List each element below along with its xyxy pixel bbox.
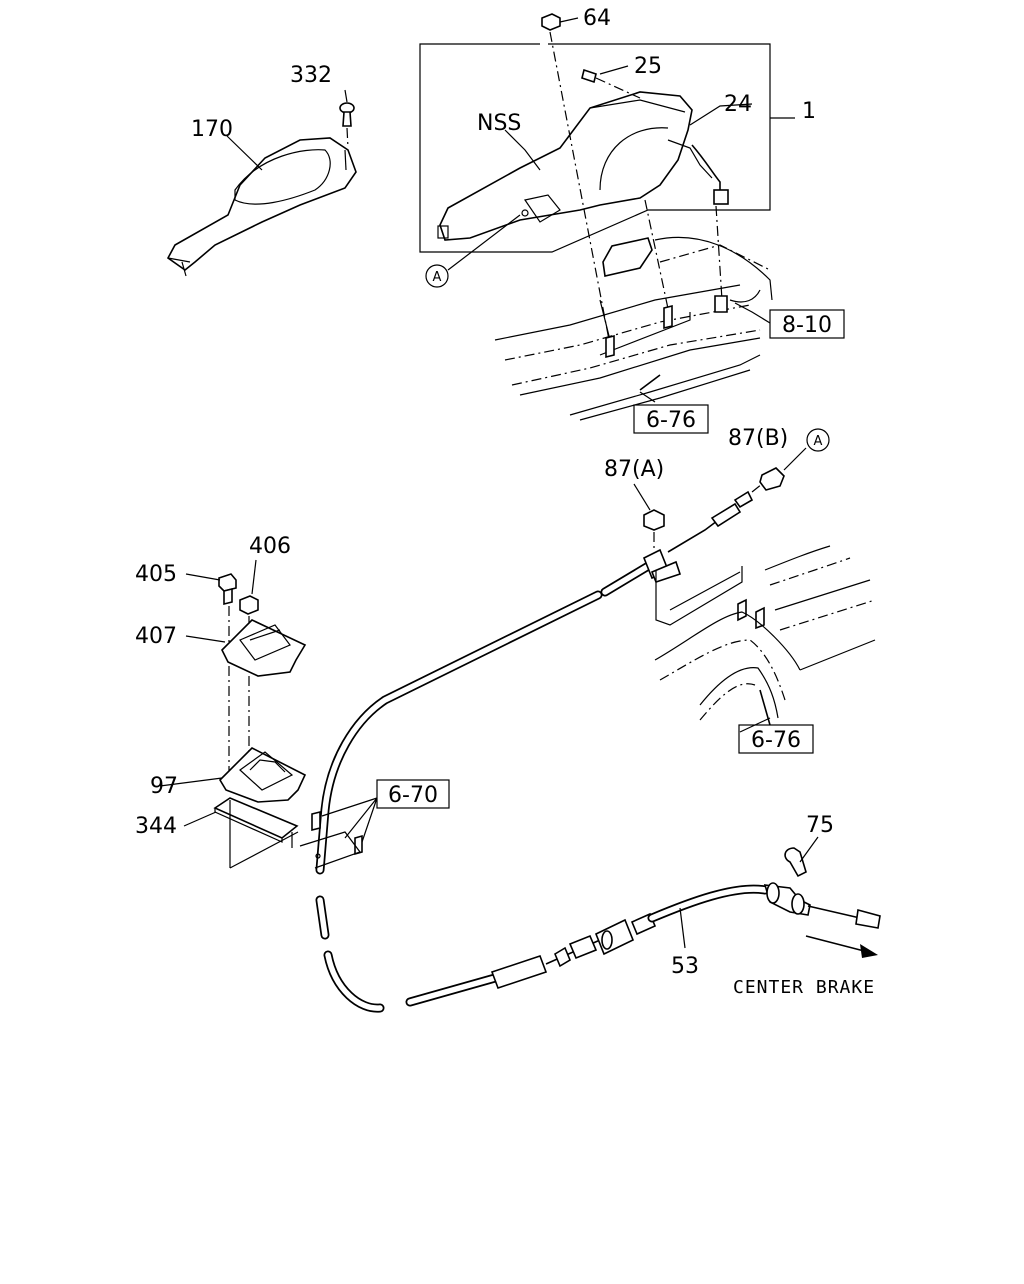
svg-text:6-76: 6-76	[646, 408, 696, 433]
callout-87a: 87(A)	[604, 457, 664, 482]
assembly-frame	[419, 43, 771, 253]
marker-a-right: A	[806, 428, 830, 452]
callout-75: 75	[806, 813, 834, 838]
callout-170: 170	[191, 117, 233, 142]
ref-box-8-10: 8-10	[769, 309, 845, 339]
nut-87a	[643, 509, 665, 531]
clip-75	[784, 847, 807, 878]
direction-arrow	[805, 935, 878, 958]
lever-assembly-group	[419, 13, 795, 421]
ref-box-6-76-top: 6-76	[633, 404, 709, 434]
svg-text:6-76: 6-76	[751, 728, 801, 753]
nut-87b	[759, 467, 785, 491]
callout-87b: 87(B)	[728, 426, 788, 451]
callout-406: 406	[249, 534, 291, 559]
clip-332	[339, 102, 355, 149]
callout-53: 53	[671, 954, 699, 979]
leader-lines	[159, 17, 819, 949]
plate-407	[221, 619, 307, 677]
callout-nss: NSS	[477, 111, 521, 136]
callout-64: 64	[583, 6, 611, 31]
brake-cable-53	[299, 467, 881, 1013]
screw-25	[581, 68, 641, 99]
caption-center-brake: CENTER BRAKE	[733, 977, 875, 998]
svg-text:6-70: 6-70	[388, 783, 438, 808]
floor-section	[654, 545, 876, 726]
ref-box-6-70: 6-70	[376, 779, 450, 809]
nut-406	[239, 595, 259, 615]
marker-a-left: A	[425, 264, 449, 288]
bolt-405	[218, 573, 237, 606]
callout-407: 407	[135, 624, 177, 649]
pad-344	[213, 797, 299, 839]
callout-344: 344	[135, 814, 177, 839]
callout-332: 332	[290, 63, 332, 88]
plate-97	[218, 747, 307, 803]
svg-text:A: A	[433, 270, 442, 285]
callout-24: 24	[724, 92, 752, 117]
nut-64	[541, 13, 611, 346]
svg-text:8-10: 8-10	[782, 313, 832, 338]
callout-405: 405	[135, 562, 177, 587]
callout-97: 97	[150, 774, 178, 799]
callout-1: 1	[802, 99, 816, 124]
cover-group	[166, 102, 357, 277]
callout-25: 25	[634, 54, 662, 79]
ref-box-6-76-mid: 6-76	[738, 724, 814, 754]
bracket-group	[213, 573, 307, 869]
switch-connector	[713, 189, 729, 205]
svg-text:A: A	[814, 434, 823, 449]
parking-brake-lever	[439, 91, 693, 241]
